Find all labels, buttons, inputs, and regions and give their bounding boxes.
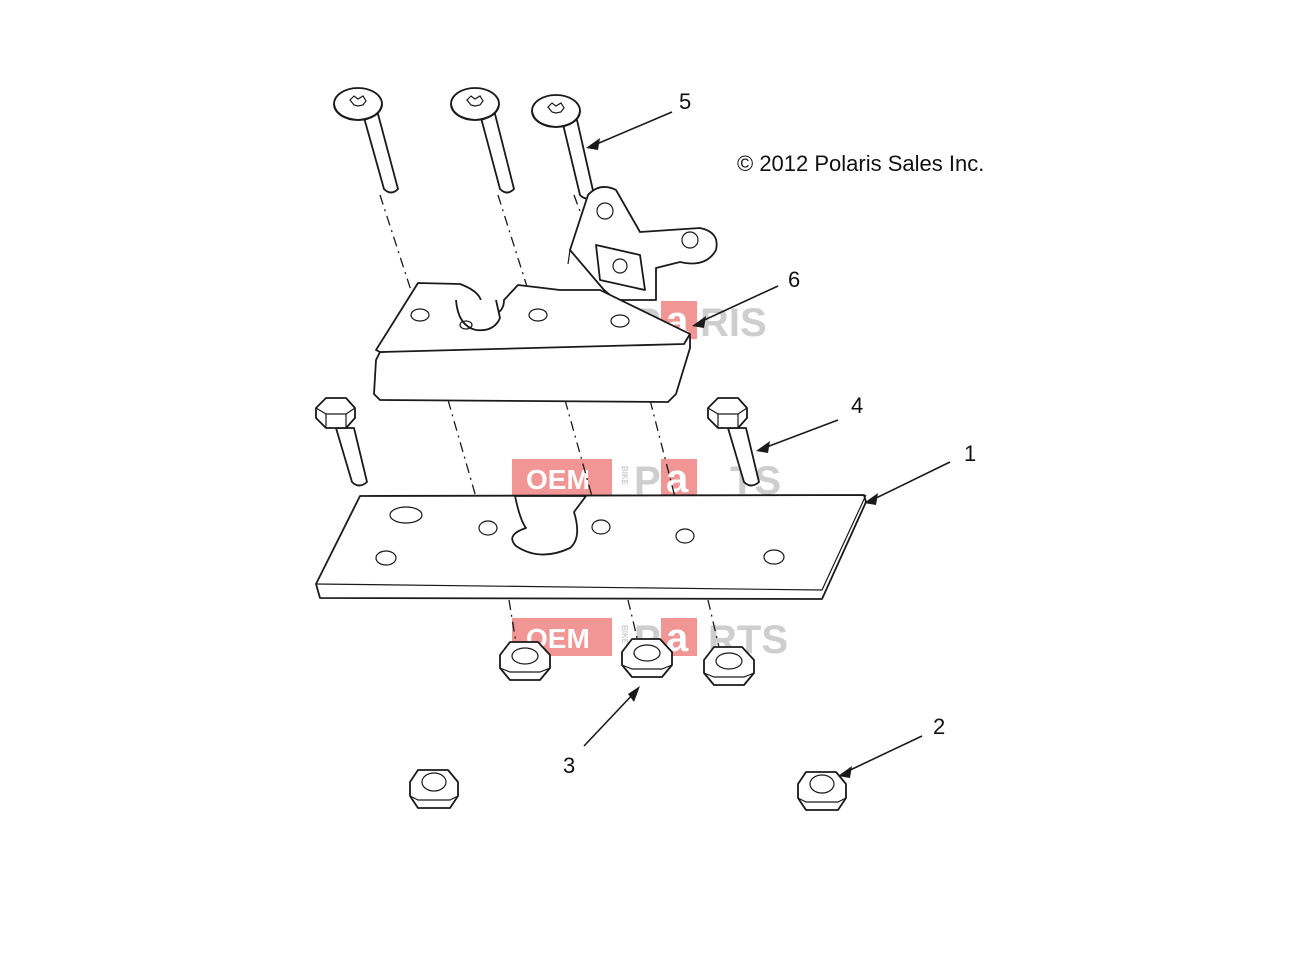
watermark-rest-text: RIS <box>700 301 767 345</box>
copyright-text: © 2012 Polaris Sales Inc. <box>737 151 984 176</box>
watermark-middle: OEM BIKE P a TS <box>512 457 781 503</box>
screw-middle <box>450 87 515 194</box>
flange-nut-right <box>703 646 755 686</box>
bolt-left <box>315 397 368 487</box>
callout-leaders <box>583 111 951 778</box>
callout-1: 1 <box>964 441 976 466</box>
upper-latch-block <box>373 282 691 403</box>
callout-2: 2 <box>933 714 945 739</box>
callout-3: 3 <box>563 753 575 778</box>
lock-nut-left <box>409 769 459 809</box>
bolt-right <box>707 397 760 487</box>
watermark-bike-text: BIKE <box>620 625 629 645</box>
watermark-a-text: a <box>666 457 689 501</box>
watermark-oem-text: OEM <box>526 464 590 495</box>
screw-left <box>333 87 399 194</box>
latch-striker-bracket <box>567 186 718 301</box>
screw-right <box>531 94 595 200</box>
callout-5: 5 <box>679 89 691 114</box>
watermark-bike-text: BIKE <box>620 466 629 486</box>
callout-6: 6 <box>788 267 800 292</box>
callout-4: 4 <box>851 393 863 418</box>
watermark-a-text: a <box>666 616 689 660</box>
lock-nut-right <box>797 771 847 811</box>
flange-nut-left <box>499 641 551 681</box>
callout-labels: 1 2 3 4 5 6 <box>563 89 976 778</box>
flange-nut-center <box>621 638 673 678</box>
base-plate <box>315 494 867 600</box>
